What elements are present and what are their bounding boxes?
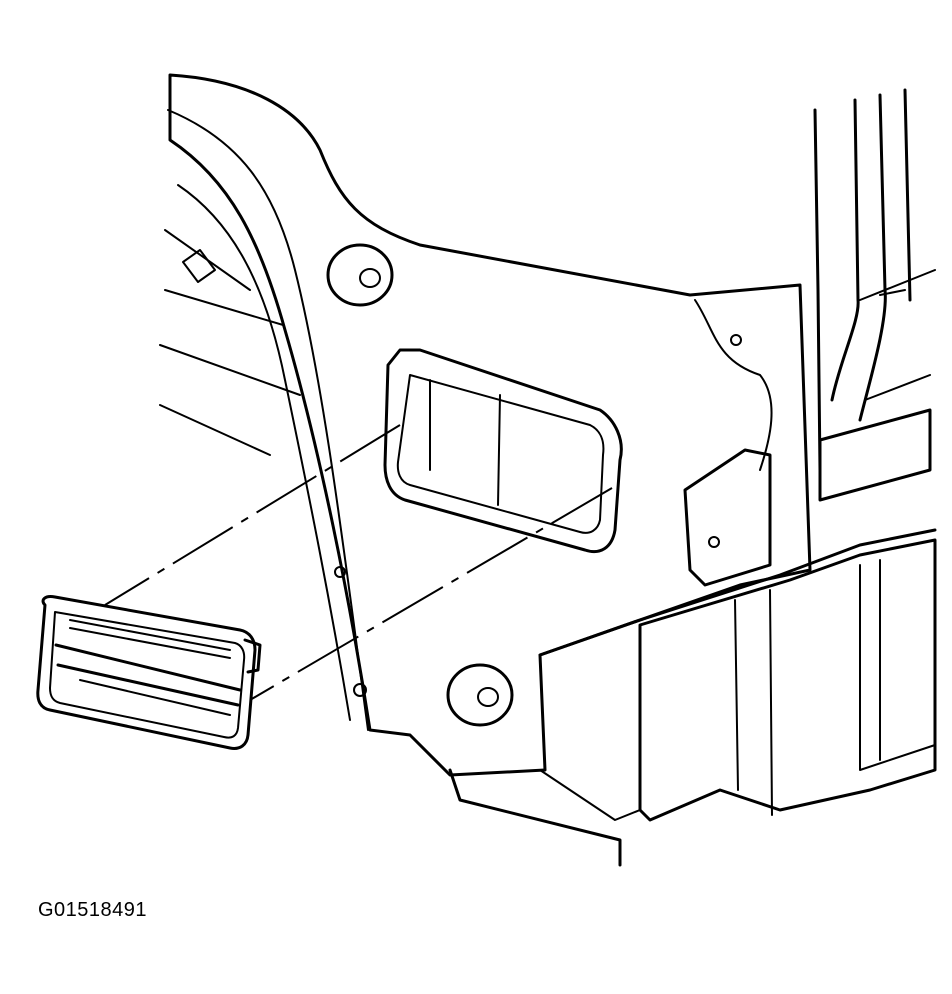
right-structure <box>448 88 937 867</box>
vent-grille <box>36 595 262 750</box>
alignment-lines <box>104 424 613 701</box>
quarter-panel <box>167 73 812 777</box>
figure-id-label: G01518491 <box>38 899 148 921</box>
background-body-lines <box>159 229 301 456</box>
